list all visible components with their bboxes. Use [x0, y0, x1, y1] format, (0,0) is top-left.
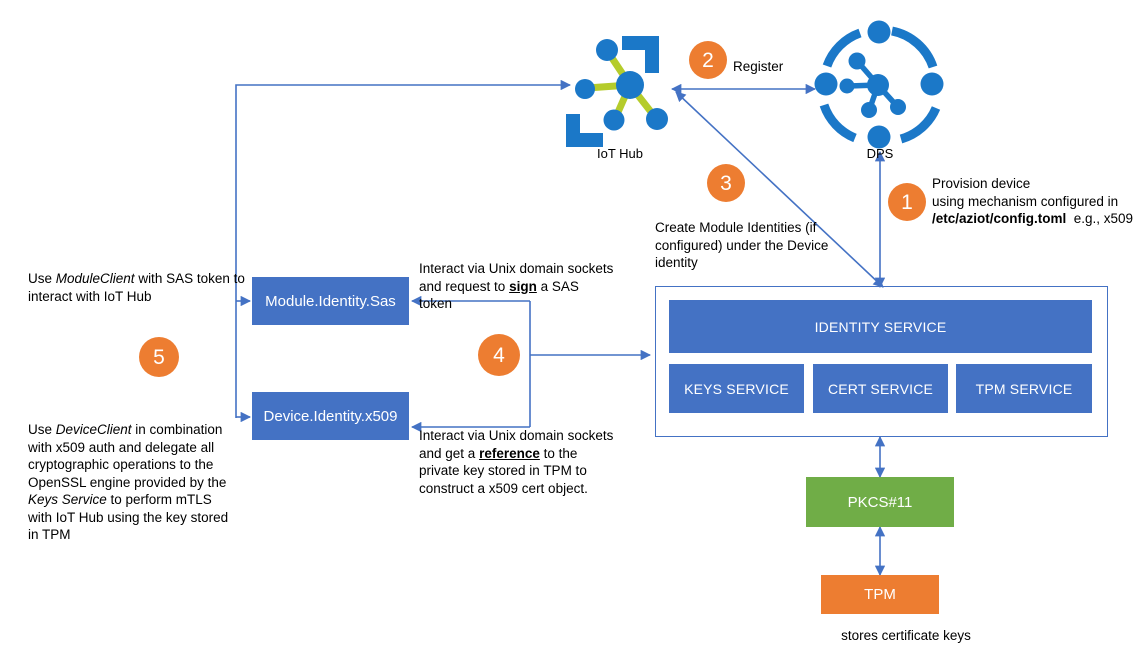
note-module-client: Use ModuleClient with SAS token to inter… — [28, 270, 246, 305]
callout-3: 3 — [707, 164, 745, 202]
device-client-post: to perform mTLS with IoT Hub using the k… — [28, 492, 232, 542]
note-reference-private-key: Interact via Unix domain sockets and get… — [419, 427, 614, 497]
device-client-pre: Use — [28, 422, 56, 437]
iot-hub-label: IoT Hub — [596, 146, 643, 161]
reference-key-pre: Interact via Unix domain sockets and get… — [419, 428, 618, 461]
note-sign-sas-token: Interact via Unix domain sockets and req… — [419, 260, 614, 313]
identity-service-container — [655, 286, 1108, 437]
box-identity-service[interactable]: IDENTITY SERVICE — [669, 300, 1092, 353]
note-create-module-identities: Create Module Identities (if configured)… — [655, 220, 833, 270]
dps-icon — [814, 20, 944, 149]
box-tpm-service[interactable]: TPM SERVICE — [956, 364, 1092, 413]
box-keys-service[interactable]: KEYS SERVICE — [669, 364, 804, 413]
iot-hub-icon — [566, 36, 668, 147]
device-client-emphasis-2: Keys Service — [28, 492, 107, 507]
callout-2: 2 — [689, 41, 727, 79]
callout-5: 5 — [139, 337, 179, 377]
provision-line-3-rest: e.g., x509 — [1066, 211, 1133, 226]
box-tpm[interactable]: TPM — [821, 575, 939, 614]
provision-config-path: /etc/aziot/config.toml — [932, 211, 1067, 226]
module-client-post: with SAS token to interact with IoT Hub — [28, 271, 249, 304]
sign-sas-emphasis: sign — [509, 278, 537, 294]
module-client-pre: Use — [28, 271, 56, 286]
dps-label: DPS — [866, 146, 894, 161]
note-stores-certificate-keys: stores certificate keys — [841, 628, 971, 643]
note-provision-device: Provision device using mechanism configur… — [932, 175, 1133, 228]
sign-sas-post: a SAS token — [419, 278, 583, 312]
box-pkcs11[interactable]: PKCS#11 — [806, 477, 954, 527]
box-cert-service[interactable]: CERT SERVICE — [813, 364, 948, 413]
box-module-identity-sas[interactable]: Module.Identity.Sas — [252, 277, 409, 325]
box-device-identity-x509[interactable]: Device.Identity.x509 — [252, 392, 409, 440]
sign-sas-pre: Interact via Unix domain sockets and req… — [419, 261, 618, 294]
note-device-client: Use DeviceClient in combination with x50… — [28, 421, 233, 544]
provision-line-2: using mechanism configured in — [932, 193, 1119, 209]
reference-key-emphasis: reference — [479, 445, 540, 461]
callout-1: 1 — [888, 183, 926, 221]
device-client-emphasis-1: DeviceClient — [55, 422, 132, 437]
provision-line-1: Provision device — [932, 176, 1031, 191]
module-client-emphasis: ModuleClient — [55, 271, 135, 286]
reference-key-post: to the private key stored in TPM to cons… — [419, 445, 591, 496]
callout-4: 4 — [478, 334, 520, 376]
register-label: Register — [733, 59, 784, 74]
device-client-mid: in combination with x509 auth and delega… — [28, 422, 231, 490]
